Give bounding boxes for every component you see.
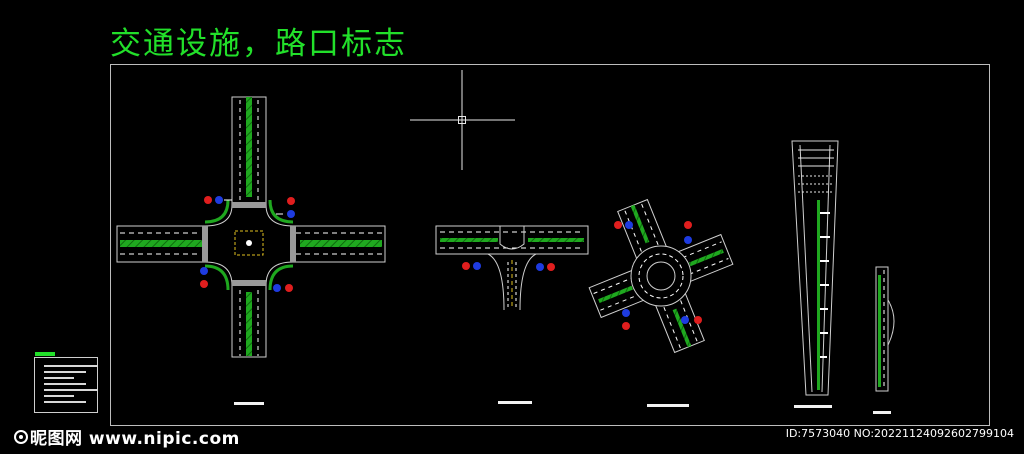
watermark-site-url: www.nipic.com bbox=[88, 429, 240, 449]
legend-line bbox=[44, 371, 86, 373]
page-title: 交通设施，路口标志 bbox=[110, 26, 407, 62]
nipic-logo-icon bbox=[14, 429, 28, 449]
crosshair-cursor bbox=[410, 70, 515, 170]
legend-line bbox=[44, 401, 86, 403]
scale-bar bbox=[647, 404, 689, 407]
image-id-label: ID:7573040 NO:20221124092602799104 bbox=[785, 427, 1014, 440]
lane-widening-taper bbox=[791, 140, 839, 396]
legend-line bbox=[44, 389, 98, 391]
scale-bar bbox=[873, 411, 891, 414]
legend-line bbox=[44, 365, 98, 367]
watermark: 昵图网 www.nipic.com bbox=[14, 424, 240, 449]
lane-narrowing-segment bbox=[875, 266, 895, 392]
scale-bar bbox=[234, 402, 264, 405]
four-way-intersection bbox=[116, 96, 386, 358]
legend-line bbox=[44, 383, 86, 385]
legend-box bbox=[34, 357, 98, 413]
legend-color-swatch bbox=[35, 352, 55, 356]
scale-bar bbox=[498, 401, 532, 404]
drawing-frame bbox=[110, 64, 990, 426]
scale-bar bbox=[794, 405, 832, 408]
legend-line bbox=[44, 395, 74, 397]
legend-line bbox=[44, 377, 74, 379]
roundabout bbox=[588, 198, 734, 354]
watermark-site-name: 昵图网 bbox=[30, 429, 83, 449]
t-intersection bbox=[435, 225, 589, 311]
